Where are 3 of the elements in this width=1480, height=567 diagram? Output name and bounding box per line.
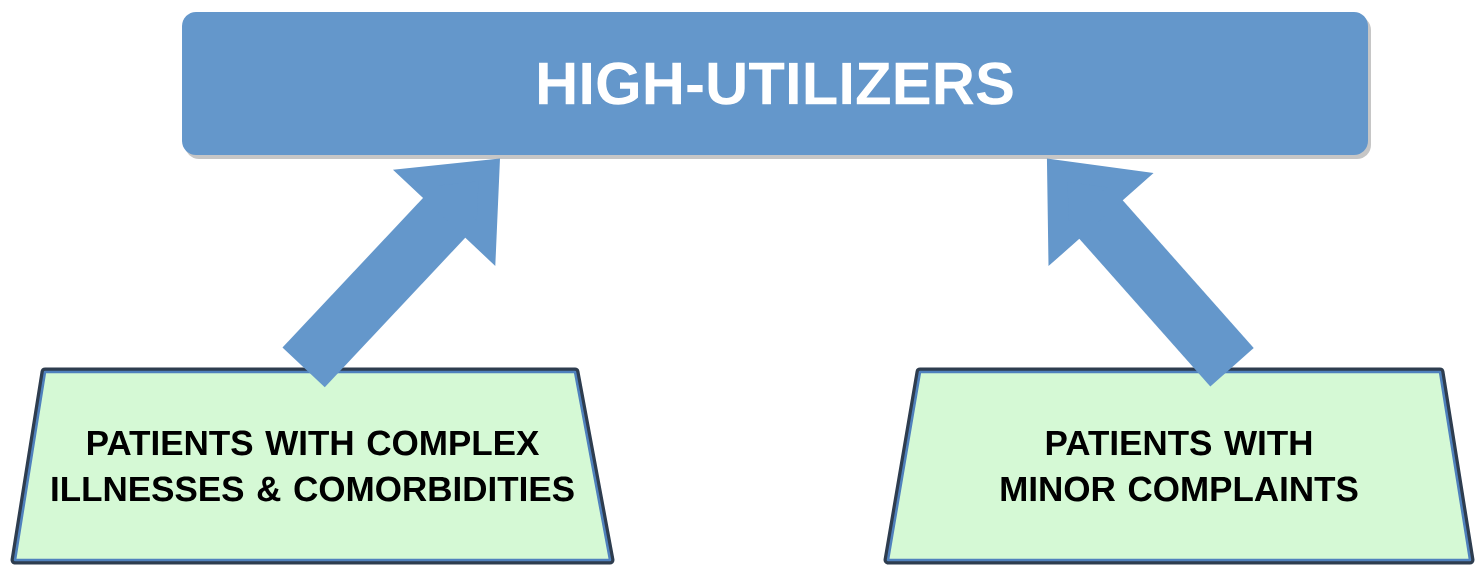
trapezoid-box: PATIENTS WITH COMPLEX ILLNESSES & COMORBIDITIES: [10, 367, 615, 565]
trapezoid-box: PATIENTS WITH MINOR COMPLAINTS: [883, 367, 1475, 565]
title-box: HIGH-UTILIZERS: [182, 12, 1371, 159]
